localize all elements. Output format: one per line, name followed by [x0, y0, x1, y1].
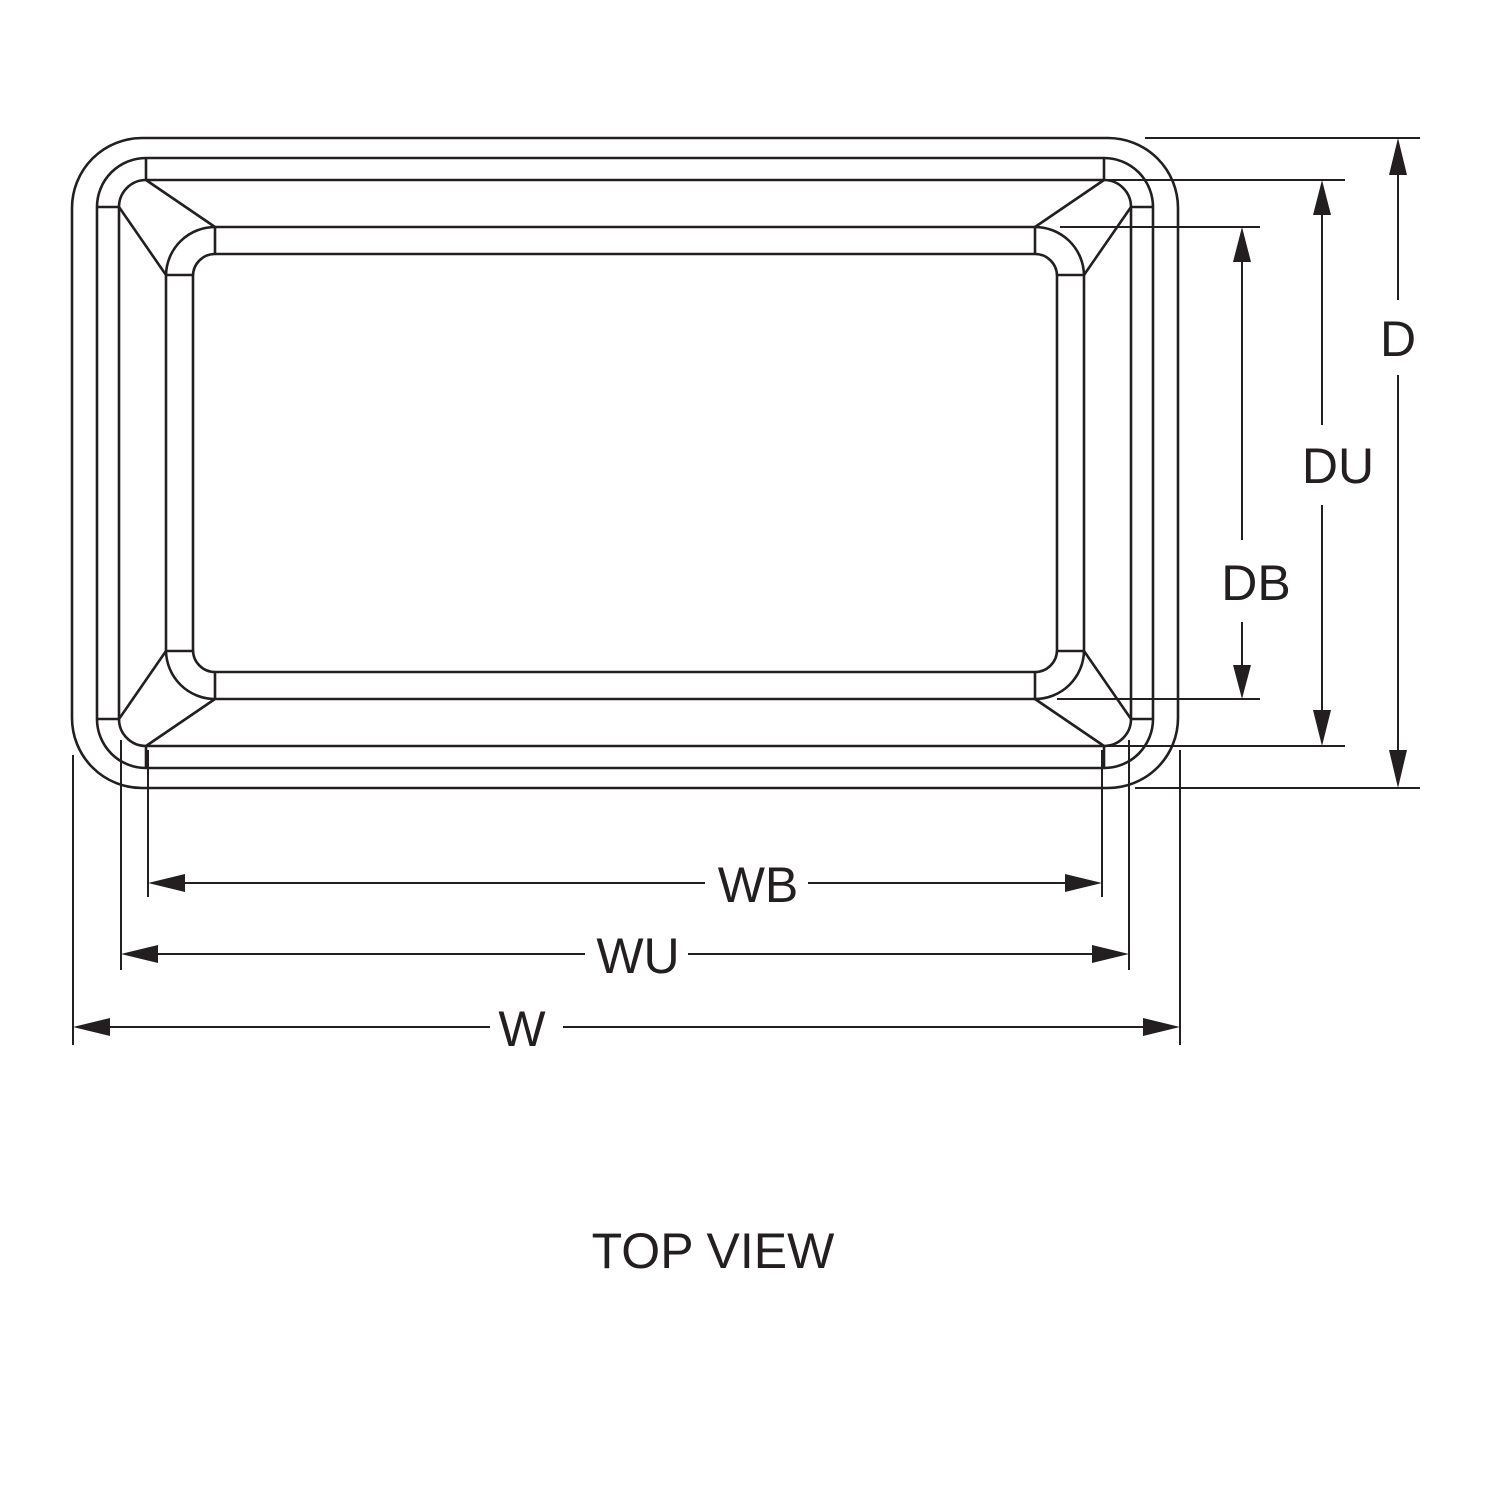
label-w: W: [498, 1001, 546, 1057]
dimension-d: D: [1135, 137, 1420, 789]
view-title: TOP VIEW: [592, 1223, 835, 1279]
label-d: D: [1380, 311, 1416, 367]
label-du: DU: [1302, 438, 1374, 494]
label-wu: WU: [596, 928, 679, 984]
pan-bottom: [191, 252, 1059, 674]
label-db: DB: [1221, 555, 1290, 611]
dimension-wb: WB: [147, 750, 1103, 913]
band-corner-ticks: [166, 227, 1084, 699]
upper-opening: [117, 178, 1133, 748]
dimension-du: DU: [1060, 179, 1374, 747]
flange-edge: [95, 156, 1155, 770]
flange-corner-ticks: [97, 158, 1153, 768]
corner-bevels: [117, 178, 1133, 748]
dimension-db: DB: [1057, 226, 1291, 700]
outer-rim: [70, 136, 1180, 790]
label-wb: WB: [718, 857, 799, 913]
wall-band: [164, 225, 1086, 701]
dimension-wu: WU: [120, 740, 1130, 984]
pan-outline: [70, 136, 1180, 790]
dimension-w: W: [72, 750, 1181, 1057]
